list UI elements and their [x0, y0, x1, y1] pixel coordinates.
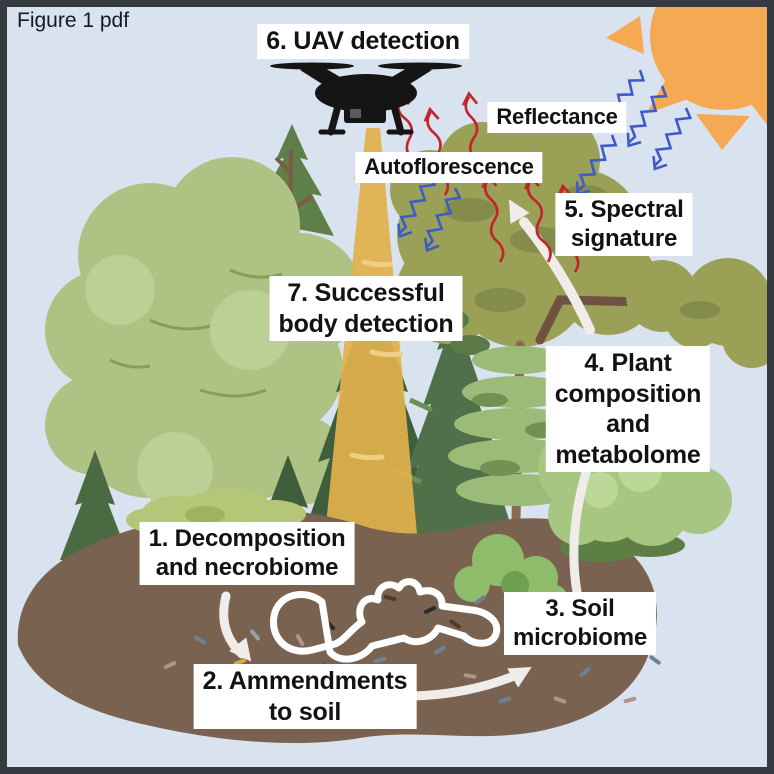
step-label-soil-microbiome: 3. Soil microbiome [503, 592, 657, 655]
label-reflectance: Reflectance [487, 102, 627, 133]
body-outline-icon [269, 578, 501, 663]
step-label-ammendments: 2. Ammendments to soil [193, 664, 417, 729]
left-bush [126, 488, 306, 532]
label-autoflorescence: Autoflorescence [355, 152, 543, 183]
right-olive-branch [535, 258, 774, 368]
figure-label: Figure 1 pdf [17, 9, 130, 32]
arrow-plant-to-spectral [499, 193, 595, 335]
step-label-decomposition: 1. Decomposition and necrobiome [139, 522, 355, 585]
step-label-uav-detection: 6. UAV detection [257, 24, 469, 59]
step-label-spectral-signature: 5. Spectral signature [555, 193, 693, 256]
arrow-decomposition-to-soil [219, 591, 260, 669]
step-label-successful-body-detection: 7. Successful body detection [269, 276, 463, 341]
drone-icon [270, 62, 462, 136]
step-label-plant-composition: 4. Plant composition and metabolome [545, 346, 711, 472]
